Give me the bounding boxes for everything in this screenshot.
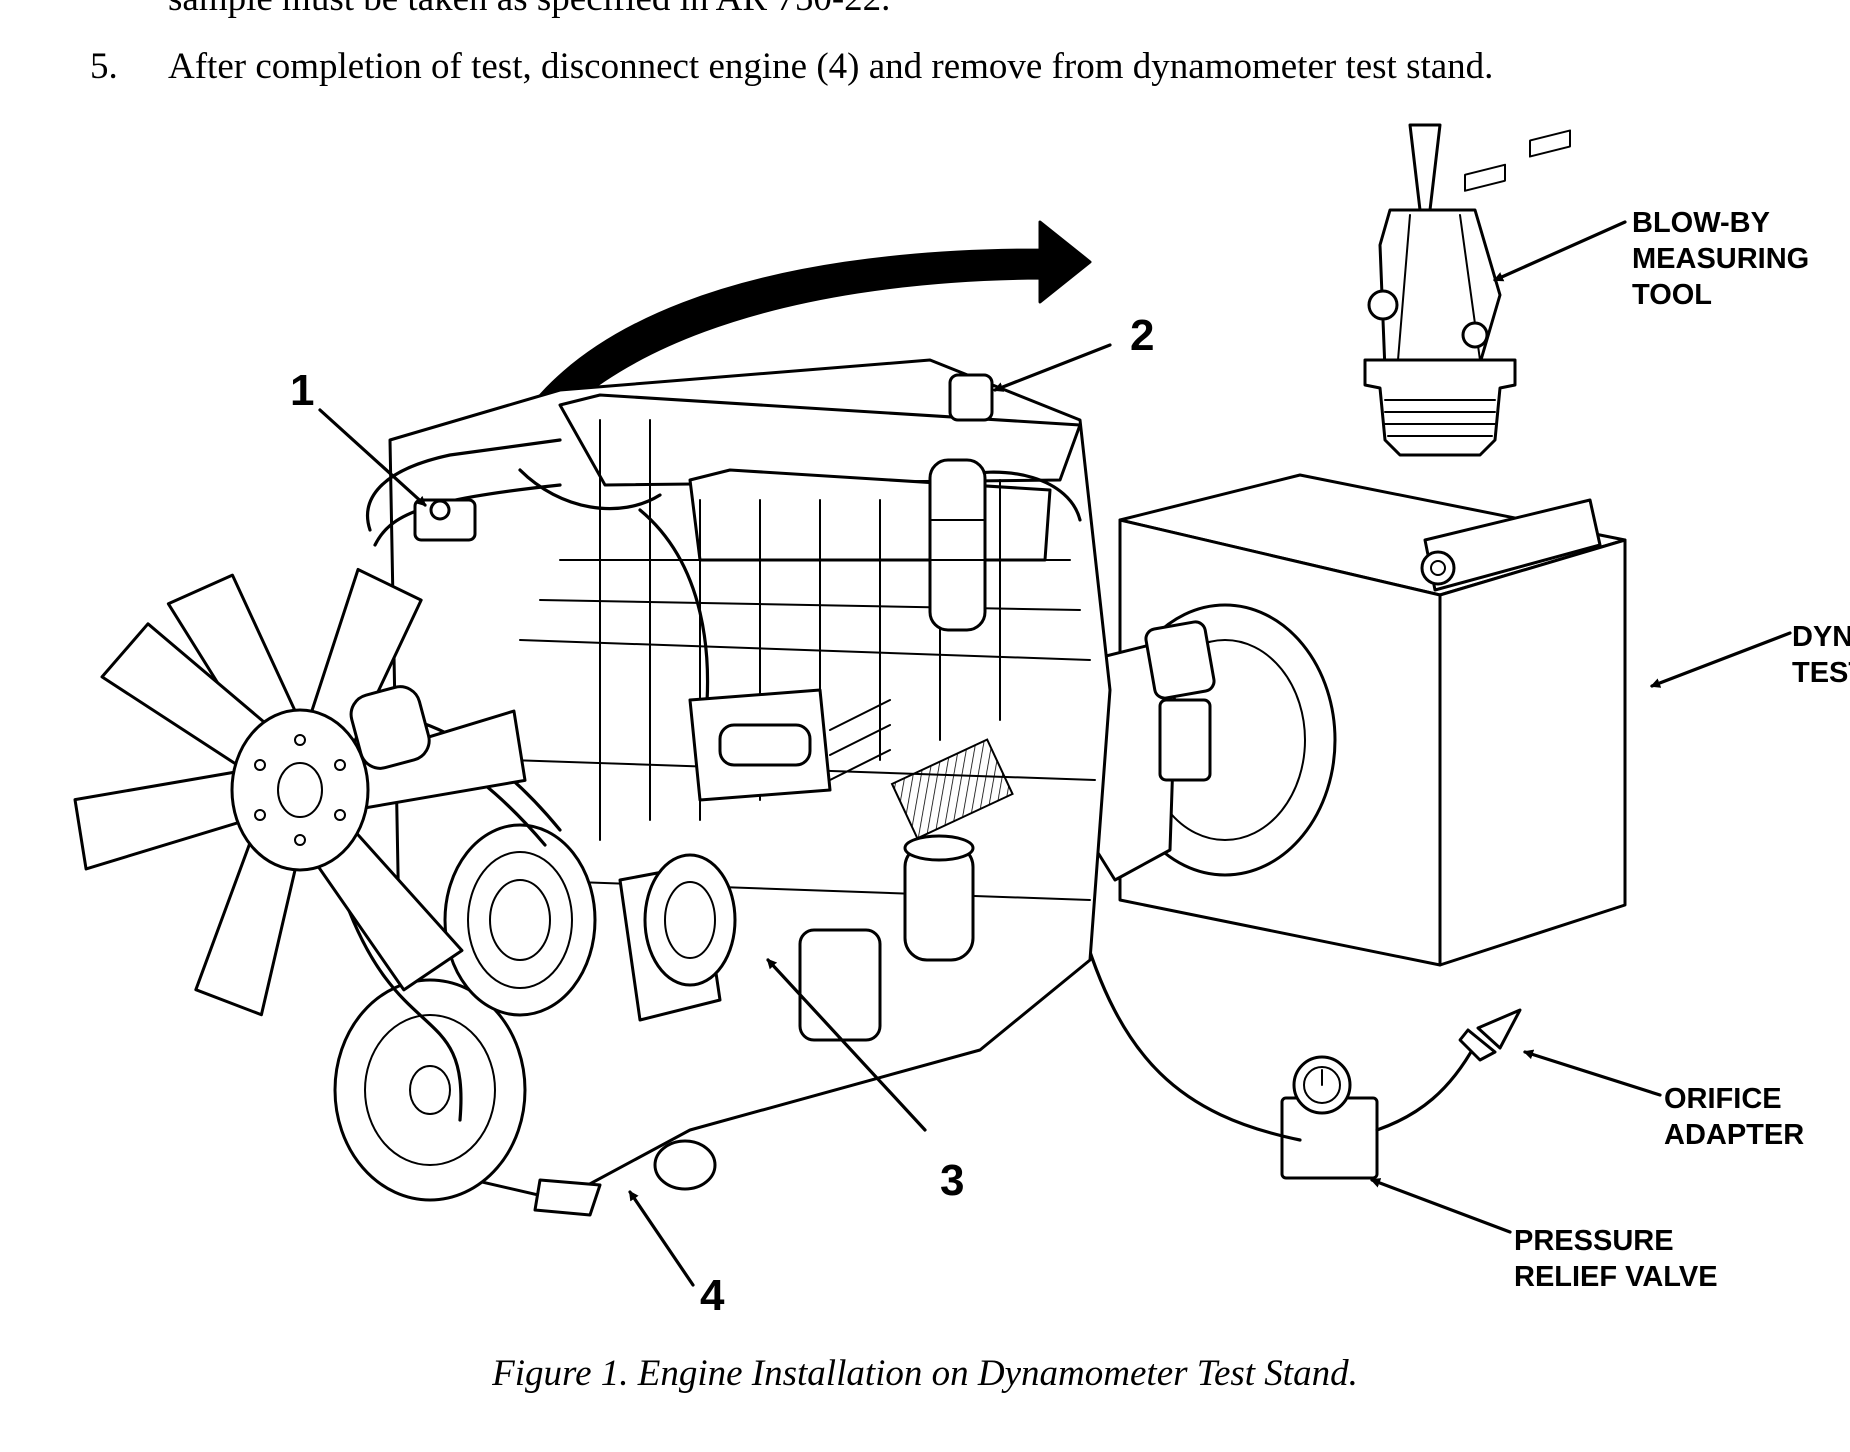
item-number-3: 3 xyxy=(940,1156,964,1205)
blow-by-label-line-1: BLOW-BY xyxy=(1632,207,1770,239)
blow-by-label-line-3: TOOL xyxy=(1632,279,1712,311)
pressure-relief-valve xyxy=(1280,1055,1379,1180)
blow-by-measuring-tool xyxy=(1363,123,1517,457)
item-number-1: 1 xyxy=(290,366,314,415)
item-number-4: 4 xyxy=(700,1271,725,1320)
step-number: 5. xyxy=(90,46,118,87)
engine-assembly xyxy=(328,358,1337,1217)
clipped-text-line: sample must be taken as specified in AR … xyxy=(168,0,890,17)
blow-by-label: BLOW-BY MEASURING TOOL xyxy=(1632,207,1809,311)
orifice-label-line-1: ORIFICE xyxy=(1664,1083,1782,1115)
step-text: After completion of test, disconnect eng… xyxy=(168,46,1494,87)
orifice-label-line-2: ADAPTER xyxy=(1664,1119,1804,1151)
dynamometer-label-line-2: TEST STAND xyxy=(1792,657,1850,689)
relief-label-line-1: PRESSURE xyxy=(1514,1225,1674,1257)
engine-fan xyxy=(73,567,527,1017)
dynamometer-label: DYNAMOMETER TEST STAND xyxy=(1792,621,1850,689)
leader-lines xyxy=(318,220,1792,1287)
orifice-adapter xyxy=(1375,1008,1522,1132)
relief-label-line-2: RELIEF VALVE xyxy=(1514,1261,1718,1293)
blow-by-label-line-2: MEASURING xyxy=(1632,243,1809,275)
installation-direction-arrow xyxy=(493,220,1092,477)
figure-caption: Figure 1. Engine Installation on Dynamom… xyxy=(492,1353,1358,1394)
item-number-2: 2 xyxy=(1130,311,1154,360)
relief-valve-label: PRESSURE RELIEF VALVE xyxy=(1514,1225,1718,1293)
orifice-adapter-label: ORIFICE ADAPTER xyxy=(1664,1083,1804,1151)
dynamometer-label-line-1: DYNAMOMETER xyxy=(1792,621,1850,653)
